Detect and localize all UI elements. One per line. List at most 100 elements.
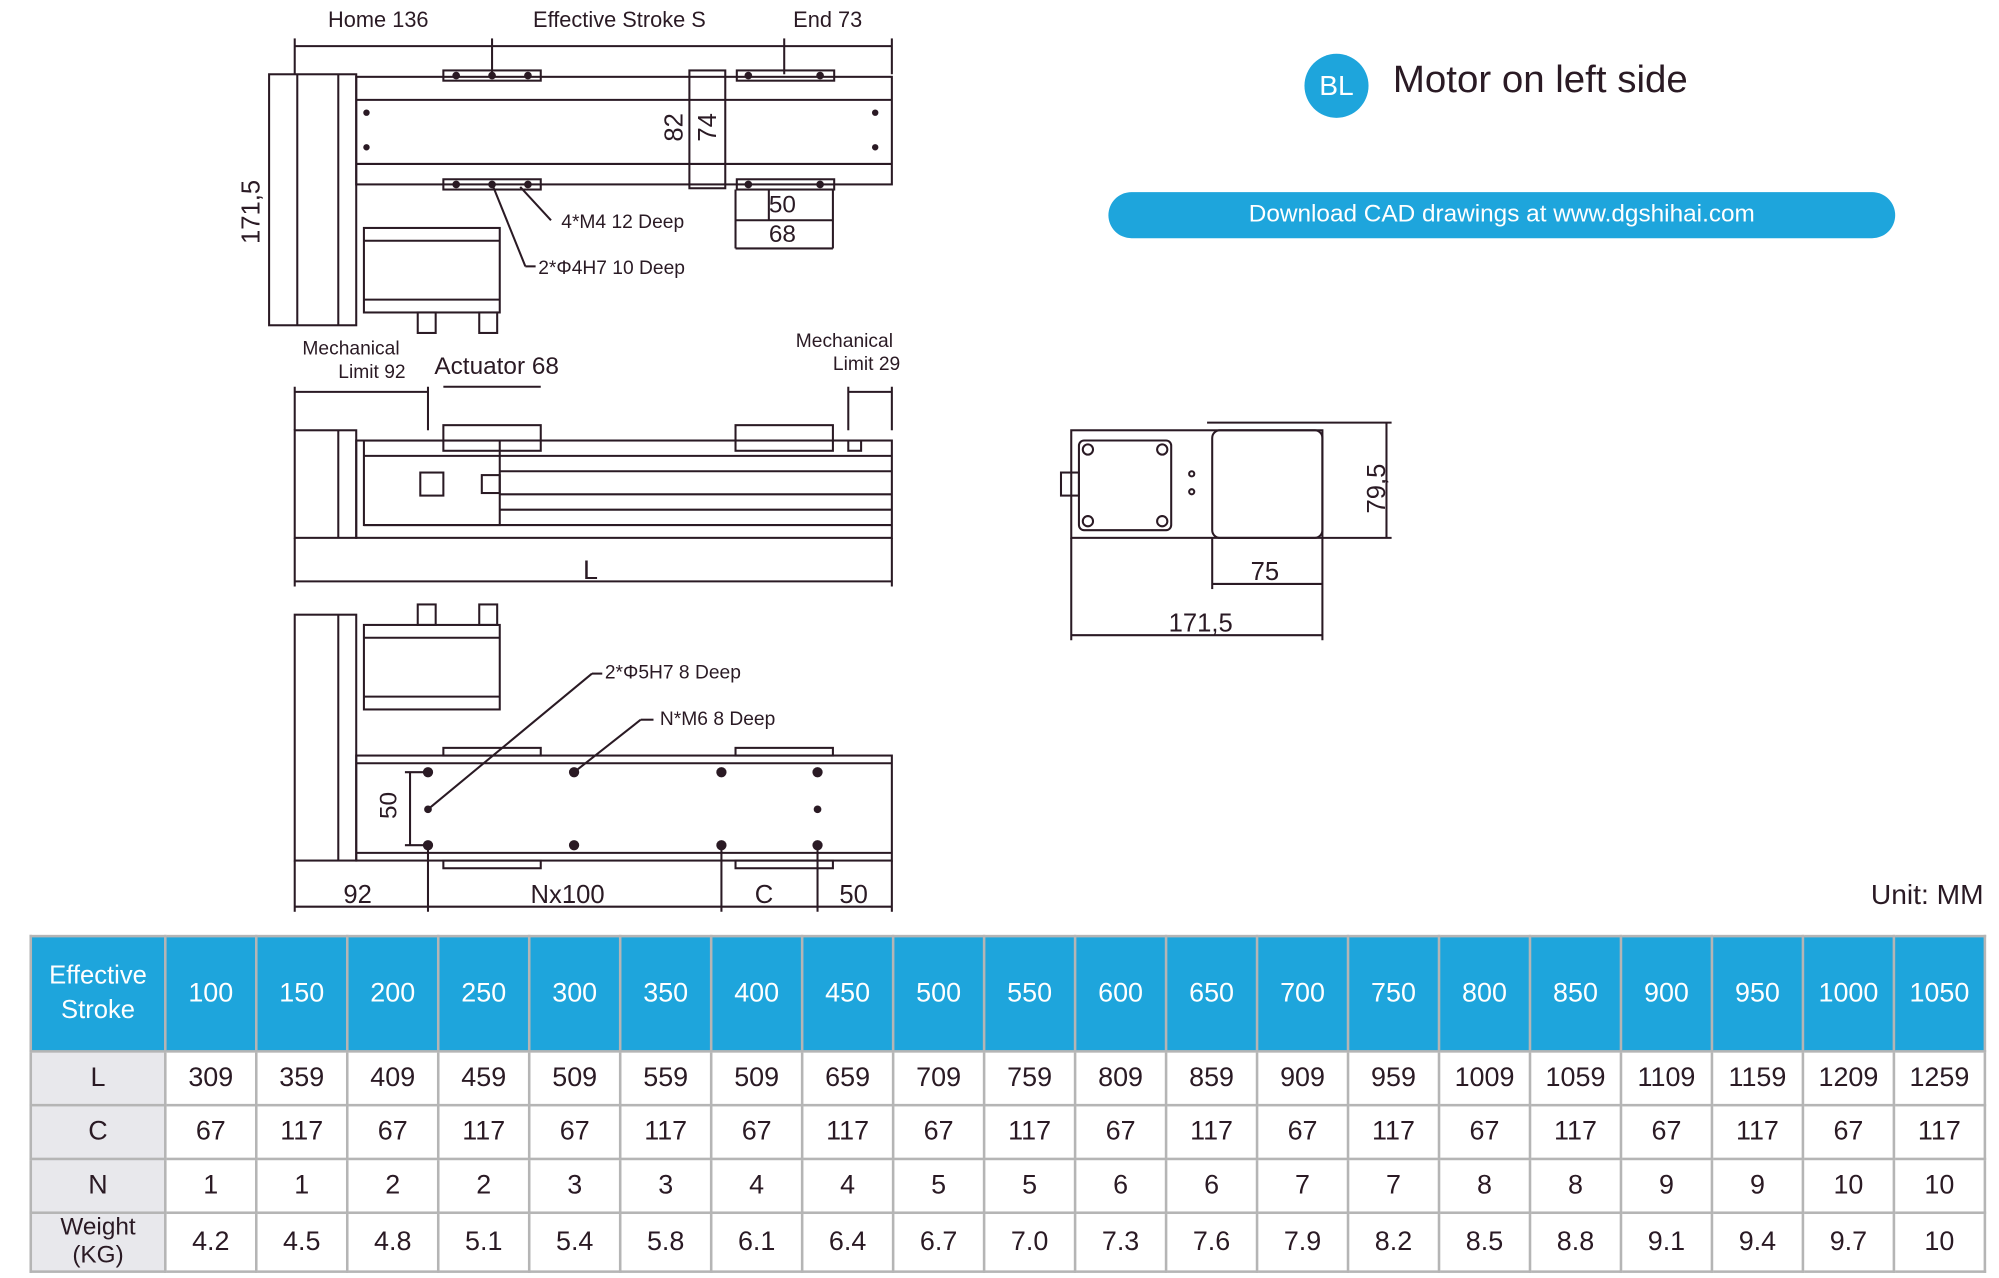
table-cell: 117 [982, 1103, 1077, 1161]
stroke-header-cell: 950 [1710, 934, 1805, 1053]
table-cell: 67 [1073, 1103, 1168, 1161]
table-cell: 5.8 [618, 1211, 713, 1273]
table-cell: 67 [527, 1103, 622, 1161]
table-cell: 6 [1073, 1157, 1168, 1215]
table-cell: 5 [982, 1157, 1077, 1215]
row-label: Weight (KG) [29, 1211, 167, 1273]
table-cell: 6 [1164, 1157, 1259, 1215]
table-cell: 117 [1164, 1103, 1259, 1161]
dim-50-side: 50 [376, 791, 404, 820]
table-cell: 4.5 [254, 1211, 349, 1273]
download-cad-button[interactable]: Download CAD drawings at www.dgshihai.co… [1108, 192, 1896, 239]
table-cell: 659 [800, 1050, 895, 1107]
dim-171-5-horizontal: 171,5 [1168, 609, 1233, 638]
table-cell: 8 [1437, 1157, 1532, 1215]
stroke-header-cell: 350 [618, 934, 713, 1053]
dim-92: 92 [343, 881, 372, 910]
table-cell: 117 [1528, 1103, 1623, 1161]
stroke-header-cell: 600 [1073, 934, 1168, 1053]
dim-nx100: Nx100 [530, 881, 605, 910]
table-cell: 117 [254, 1103, 349, 1161]
table-cell: 5.1 [436, 1211, 531, 1273]
table-cell: 7 [1346, 1157, 1441, 1215]
variant-badge: BL [1304, 53, 1369, 118]
bottom-view [293, 603, 893, 912]
stroke-header-cell: 700 [1255, 934, 1350, 1053]
end-label: End 73 [793, 7, 863, 33]
table-cell: 9 [1710, 1157, 1805, 1215]
table-cell: 10 [1892, 1211, 1987, 1273]
top-view [268, 38, 893, 334]
table-cell: 8.8 [1528, 1211, 1623, 1273]
table-cell: 759 [982, 1050, 1077, 1107]
table-cell: 5 [891, 1157, 986, 1215]
table-cell: 309 [164, 1050, 258, 1107]
table-cell: 3 [618, 1157, 713, 1215]
dim-82: 82 [660, 113, 689, 142]
table-cell: 409 [345, 1050, 440, 1107]
stroke-header-cell: 800 [1437, 934, 1532, 1053]
home-label: Home 136 [328, 7, 429, 33]
table-cell: 117 [436, 1103, 531, 1161]
side-view [293, 385, 893, 587]
table-cell: 1059 [1528, 1050, 1623, 1107]
effective-stroke-label: Effective Stroke S [533, 7, 706, 33]
stroke-header-cell: 250 [436, 934, 531, 1053]
table-cell: 1259 [1892, 1050, 1987, 1107]
table-cell: 1209 [1801, 1050, 1896, 1107]
table-cell: 9.1 [1619, 1211, 1714, 1273]
stroke-header-cell: 1050 [1892, 934, 1987, 1053]
dim-68: 68 [768, 221, 796, 249]
table-cell: 117 [1346, 1103, 1441, 1161]
table-cell: 509 [709, 1050, 804, 1107]
table-cell: 2 [345, 1157, 440, 1215]
table-cell: 67 [164, 1103, 258, 1161]
table-cell: 859 [1164, 1050, 1259, 1107]
table-cell: 7.3 [1073, 1211, 1168, 1273]
table-cell: 1 [164, 1157, 258, 1215]
stroke-header-cell: 450 [800, 934, 895, 1053]
mech-limit-left-line2: Limit 92 [338, 361, 406, 383]
row-label: C [29, 1103, 167, 1161]
stroke-header-cell: 850 [1528, 934, 1623, 1053]
table-cell: 6.1 [709, 1211, 804, 1273]
table-cell: 9.7 [1801, 1211, 1896, 1273]
table-cell: 3 [527, 1157, 622, 1215]
hole-m4-label: 4*M4 12 Deep [561, 211, 685, 234]
table-cell: 4 [800, 1157, 895, 1215]
table-cell: 1009 [1437, 1050, 1532, 1107]
table-cell: 5.4 [527, 1211, 622, 1273]
table-cell: 117 [618, 1103, 713, 1161]
table-cell: 2 [436, 1157, 531, 1215]
table-cell: 10 [1801, 1157, 1896, 1215]
stroke-header-cell: 650 [1164, 934, 1259, 1053]
table-cell: 959 [1346, 1050, 1441, 1107]
table-cell: 4.8 [345, 1211, 440, 1273]
table-cell: 6.4 [800, 1211, 895, 1273]
stroke-header-cell: 200 [345, 934, 440, 1053]
table-cell: 509 [527, 1050, 622, 1107]
mech-limit-right-line1: Mechanical [795, 330, 893, 353]
actuator-label: Actuator 68 [434, 353, 559, 381]
header-label-line2: Stroke [60, 996, 136, 1025]
table-cell: 67 [345, 1103, 440, 1161]
table-cell: 67 [1255, 1103, 1350, 1161]
row-label: L [29, 1050, 167, 1107]
table-cell: 4 [709, 1157, 804, 1215]
table-cell: 909 [1255, 1050, 1350, 1107]
mech-limit-left-line1: Mechanical [302, 338, 400, 360]
table-cell: 67 [709, 1103, 804, 1161]
table-cell: 7 [1255, 1157, 1350, 1215]
table-cell: 1159 [1710, 1050, 1805, 1107]
table-cell: 67 [1801, 1103, 1896, 1161]
table-cell: 809 [1073, 1050, 1168, 1107]
table-cell: 1109 [1619, 1050, 1714, 1107]
table-cell: 8.5 [1437, 1211, 1532, 1273]
table-cell: 7.9 [1255, 1211, 1350, 1273]
